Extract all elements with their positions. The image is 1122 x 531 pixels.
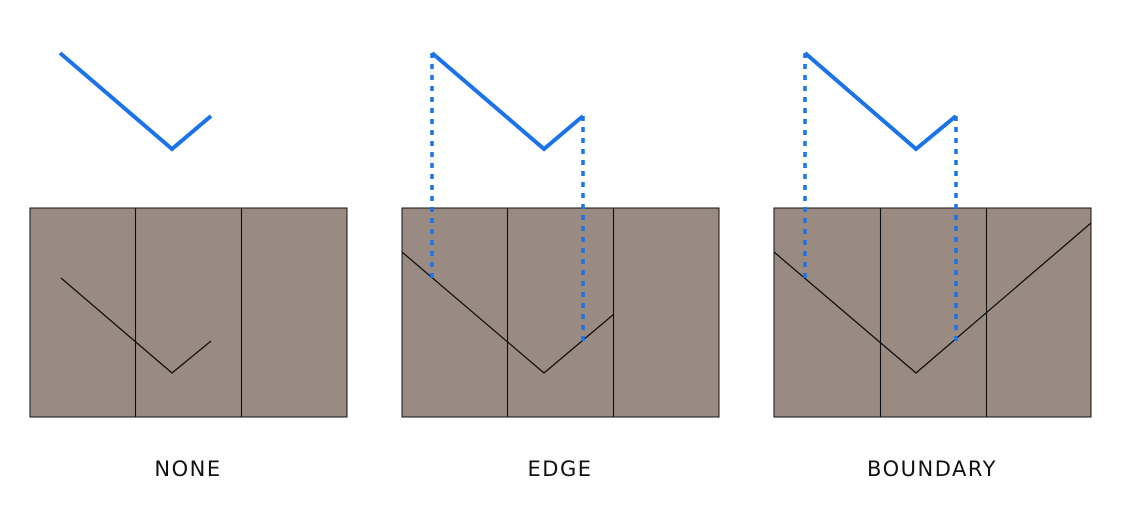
panel-edge: EDGE xyxy=(401,51,720,481)
projected-stroke xyxy=(773,222,1092,374)
panel-label-edge: EDGE xyxy=(528,457,593,481)
source-stroke xyxy=(58,51,213,152)
source-stroke xyxy=(430,51,585,152)
surface-panel xyxy=(401,207,720,418)
panel-none: NONE xyxy=(29,51,348,481)
surface-panel xyxy=(773,207,1092,418)
panel-label-boundary: BOUNDARY xyxy=(867,457,997,481)
projected-stroke xyxy=(401,251,615,374)
panel-boundary: BOUNDARY xyxy=(773,51,1092,481)
surface-panel xyxy=(29,207,348,418)
source-stroke xyxy=(803,51,958,152)
projected-stroke xyxy=(60,277,212,374)
panel-label-none: NONE xyxy=(154,457,221,481)
